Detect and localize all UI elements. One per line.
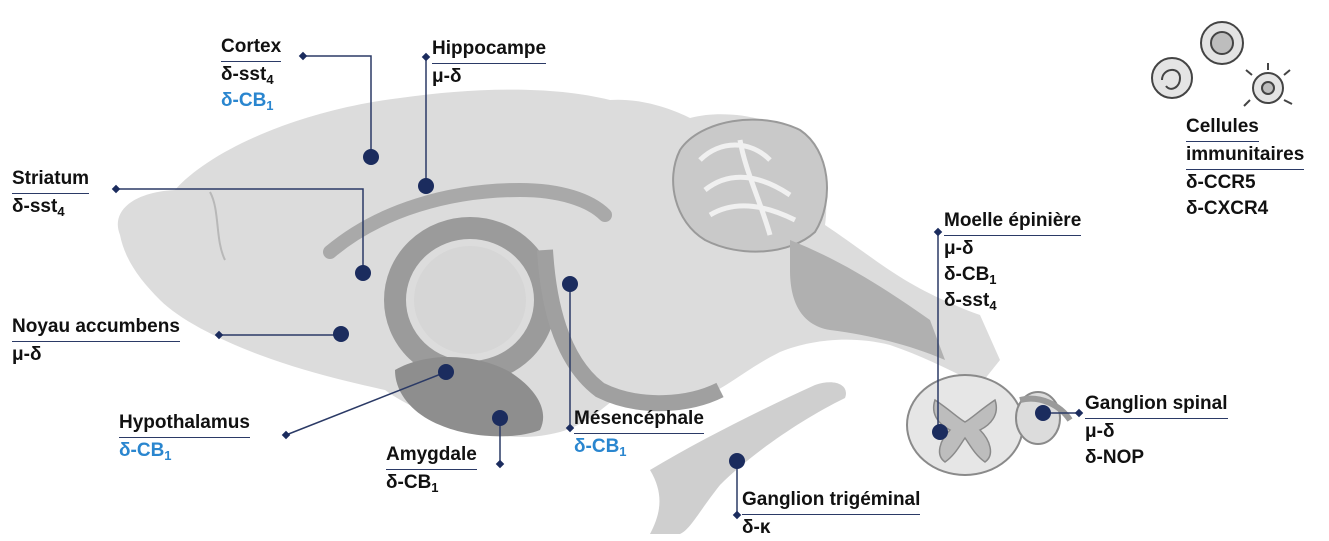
tick-hypothalamus	[282, 431, 290, 439]
label-hypothalamus: Hypothalamus δ-CB1	[119, 410, 250, 464]
receptor-entry: μ-δ	[1085, 419, 1228, 445]
receptor-entry: μ-δ	[432, 64, 546, 90]
receptor-entry: δ-CXCR4	[1186, 196, 1304, 222]
tick-moelle	[934, 228, 942, 236]
tick-striatum	[112, 185, 120, 193]
marker-noyau	[333, 326, 349, 342]
region-title: Cortex	[221, 34, 281, 62]
label-moelle-epiniere: Moelle épinière μ-δ δ-CB1 δ-sst4	[944, 208, 1081, 314]
marker-ganglion-trigeminal	[729, 453, 745, 469]
label-striatum: Striatum δ-sst4	[12, 166, 89, 220]
receptor-entry: δ-CB1	[574, 434, 704, 460]
receptor-entry: μ-δ	[12, 342, 180, 368]
spinal-cord-section	[907, 375, 1070, 475]
region-title: Ganglion spinal	[1085, 391, 1228, 419]
receptor-entry: δ-CB1	[386, 470, 477, 496]
receptor-entry: δ-CB1	[221, 88, 281, 114]
marker-hypothalamus	[438, 364, 454, 380]
marker-hippocampe	[418, 178, 434, 194]
immune-cells-illustration	[1152, 22, 1292, 106]
tick-amygdale	[496, 460, 504, 468]
marker-ganglion-spinal	[1035, 405, 1051, 421]
label-mesencephale: Mésencéphale δ-CB1	[574, 406, 704, 460]
tick-ganglion-spinal	[1075, 409, 1083, 417]
label-noyau-accumbens: Noyau accumbens μ-δ	[12, 314, 180, 368]
region-title: Mésencéphale	[574, 406, 704, 434]
tick-ganglion-trigeminal	[733, 511, 741, 519]
label-hippocampe: Hippocampe μ-δ	[432, 36, 546, 90]
thalamus-core	[414, 246, 526, 354]
receptor-entry: δ-sst4	[944, 288, 1081, 314]
receptor-entry: δ-NOP	[1085, 445, 1228, 471]
marker-amygdale	[492, 410, 508, 426]
label-ganglion-spinal: Ganglion spinal μ-δ δ-NOP	[1085, 391, 1228, 471]
label-ganglion-trigeminal: Ganglion trigéminal δ-κ	[742, 487, 920, 541]
tick-hippocampe	[422, 53, 430, 61]
region-title: Hypothalamus	[119, 410, 250, 438]
receptor-entry: δ-CB1	[119, 438, 250, 464]
marker-cortex	[363, 149, 379, 165]
region-title: Amygdale	[386, 442, 477, 470]
marker-moelle	[932, 424, 948, 440]
receptor-entry: δ-CB1	[944, 262, 1081, 288]
label-amygdale: Amygdale δ-CB1	[386, 442, 477, 496]
label-cortex: Cortex δ-sst4 δ-CB1	[221, 34, 281, 114]
marker-mesencephale	[562, 276, 578, 292]
region-title: Striatum	[12, 166, 89, 194]
receptor-entry: μ-δ	[944, 236, 1081, 262]
tick-cortex	[299, 52, 307, 60]
marker-striatum	[355, 265, 371, 281]
receptor-entry: δ-CCR5	[1186, 170, 1304, 196]
brain-body	[118, 90, 1000, 437]
region-title: Moelle épinière	[944, 208, 1081, 236]
receptor-entry: δ-sst4	[12, 194, 89, 220]
region-title: Ganglion trigéminal	[742, 487, 920, 515]
region-title: Cellules	[1186, 114, 1259, 142]
receptor-entry: δ-sst4	[221, 62, 281, 88]
region-title: Hippocampe	[432, 36, 546, 64]
label-cellules-immunitaires: Cellules immunitaires δ-CCR5 δ-CXCR4	[1186, 114, 1304, 222]
cerebellum	[673, 120, 827, 252]
region-title-2: immunitaires	[1186, 142, 1304, 170]
region-title: Noyau accumbens	[12, 314, 180, 342]
receptor-entry: δ-κ	[742, 515, 920, 541]
